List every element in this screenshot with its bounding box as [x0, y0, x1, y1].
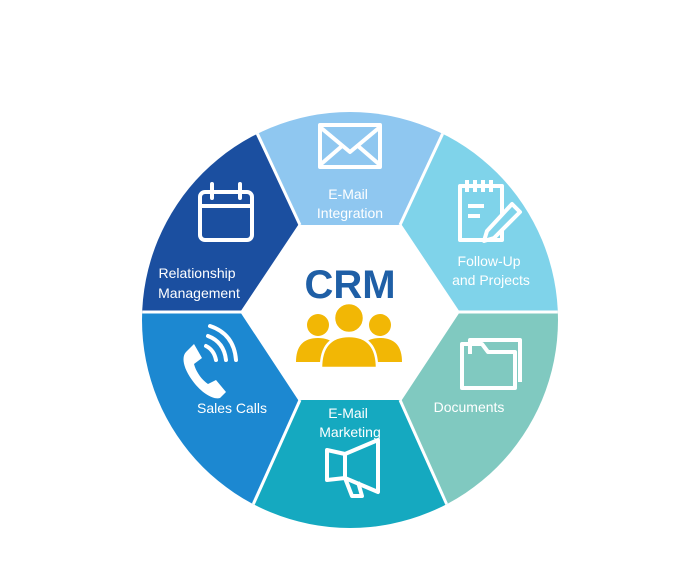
- center-title: CRM: [304, 263, 395, 307]
- label-documents: Documents: [434, 399, 505, 415]
- label-follow-up: Follow-Up and Projects: [452, 253, 530, 288]
- label-email-integration: E-Mail Integration: [317, 186, 383, 221]
- label-email-marketing: E-Mail Marketing: [319, 405, 380, 440]
- envelope-icon: [318, 123, 382, 169]
- people-group-icon: [296, 301, 402, 370]
- calendar-icon: [198, 182, 254, 242]
- folder-icon: [460, 338, 522, 390]
- label-relationship: Relationship Management: [158, 265, 240, 301]
- megaphone-icon: [325, 438, 380, 498]
- phone-icon: [183, 324, 238, 399]
- label-sales-calls: Sales Calls: [197, 400, 267, 416]
- notepad-pencil-icon: [458, 180, 522, 243]
